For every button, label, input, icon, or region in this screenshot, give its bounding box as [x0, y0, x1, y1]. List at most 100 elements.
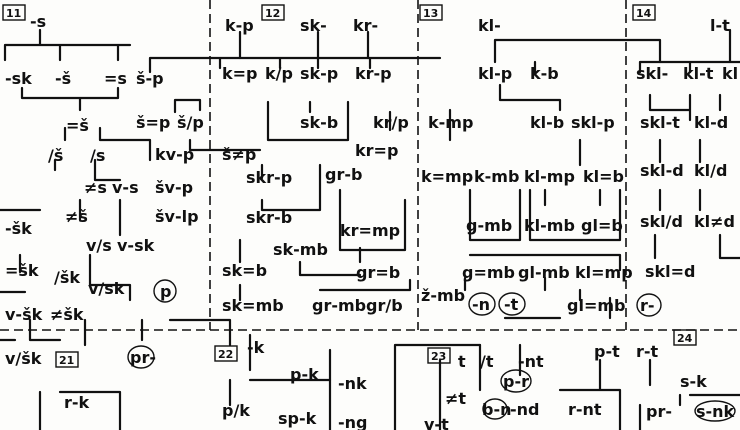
node-label: v-s: [112, 178, 139, 197]
node-label: gl-mb: [518, 263, 570, 282]
section-box-14: [632, 4, 656, 21]
section-number-13: 13: [423, 7, 438, 20]
node-label: kl=b: [583, 167, 624, 186]
circle-p: [153, 279, 177, 303]
node-label: =šk: [5, 261, 39, 280]
node-label: kl-b: [530, 113, 564, 132]
node-label: gr=b: [356, 263, 400, 282]
node-label: -sk: [5, 69, 32, 88]
node-label: v/šk: [5, 349, 42, 368]
section-number-boxes: 11 12 13 14 21 22 23 24: [2, 4, 697, 368]
circled-nodes: [127, 279, 736, 422]
node-label: s-k: [680, 372, 707, 391]
node-label: k-mb: [474, 167, 519, 186]
node-label: /šk: [54, 268, 80, 287]
node-label: k-mp: [428, 113, 473, 132]
node-label: skl/d: [640, 212, 683, 231]
section-box-13: [419, 4, 443, 21]
node-label: g-mb: [466, 216, 512, 235]
node-label: kv-p: [155, 145, 194, 164]
node-label: sp-k: [278, 409, 317, 428]
node-label: ž-mb: [421, 286, 465, 305]
node-label: kr=p: [355, 141, 398, 160]
node-label: kl-mb: [524, 216, 575, 235]
node-label: gr/b: [366, 296, 403, 315]
circle-r: [636, 293, 662, 317]
node-label: kr-: [353, 16, 378, 35]
node-label: r-t: [636, 342, 659, 361]
node-label: ≠šk: [50, 305, 84, 324]
node-label: sk-b: [300, 113, 338, 132]
node-label: l-t: [710, 16, 730, 35]
node-label: -n: [472, 295, 490, 314]
node-label: pr-: [646, 402, 672, 421]
circle-n: [468, 292, 496, 316]
node-label: r-k: [64, 393, 90, 412]
node-label: kl-t: [683, 64, 714, 83]
node-label: skl=d: [645, 262, 696, 281]
node-label: š=p: [136, 113, 170, 132]
section-number-23: 23: [431, 350, 446, 363]
node-label: p-r: [503, 372, 529, 391]
node-label: p-k: [290, 365, 319, 384]
section-box-23: [427, 347, 451, 364]
node-label: ≠s: [84, 178, 107, 197]
node-label: kl-: [478, 16, 501, 35]
node-label: ≠t: [445, 389, 466, 408]
node-label: /s: [90, 146, 105, 165]
node-label: -t: [504, 295, 519, 314]
node-label: gl=b: [581, 216, 623, 235]
node-label: p-t: [594, 342, 620, 361]
node-label: šv-lp: [155, 207, 199, 226]
node-label: sk-mb: [273, 240, 328, 259]
node-label: -ng: [338, 413, 367, 430]
circle-t: [498, 292, 526, 316]
node-label: -š: [55, 69, 71, 88]
section-box-24: [673, 329, 697, 346]
node-label: kl=mp: [575, 263, 633, 282]
section-number-24: 24: [677, 332, 693, 345]
node-label: skl-d: [640, 161, 684, 180]
node-label: kr/p: [373, 113, 409, 132]
node-label: pr-: [130, 348, 156, 367]
section-number-11: 11: [6, 7, 21, 20]
node-label: kl/d: [694, 161, 727, 180]
section-number-14: 14: [636, 7, 652, 20]
section-box-22: [214, 345, 238, 362]
node-label: =s: [104, 69, 127, 88]
node-label: -s: [30, 12, 46, 31]
node-label: p/k: [222, 401, 250, 420]
node-label: -šk: [5, 219, 32, 238]
node-label: /t: [480, 352, 494, 371]
node-label: g=mb: [462, 263, 515, 282]
node-label: v/s: [86, 236, 112, 255]
section-box-21: [55, 351, 79, 368]
node-label: kl-mp: [524, 167, 575, 186]
node-label: /š: [48, 146, 63, 165]
node-label: skl-t: [640, 113, 680, 132]
node-label: skl-p: [571, 113, 615, 132]
node-label: kl-p: [478, 64, 512, 83]
circle-s-nk: [694, 400, 736, 422]
node-label: t: [458, 352, 466, 371]
node-label: skr-p: [246, 168, 292, 187]
node-label: š-p: [136, 69, 164, 88]
node-label: k/p: [265, 64, 293, 83]
section-box-12: [261, 4, 285, 21]
node-label: šv-p: [155, 178, 193, 197]
connectors: [0, 28, 740, 430]
node-label: kr=mp: [340, 221, 400, 240]
section-dividers: [0, 0, 740, 331]
node-label: p: [160, 282, 171, 301]
node-label: sk-: [300, 16, 327, 35]
node-label: v/sk: [88, 279, 125, 298]
circle-pr: [127, 345, 155, 369]
node-label: skr-b: [246, 208, 292, 227]
node-label: kl: [722, 64, 738, 83]
node-label: š≠p: [222, 145, 256, 164]
node-label: ≠š: [65, 207, 88, 226]
node-label: =š: [66, 116, 89, 135]
node-label: r-nt: [568, 400, 602, 419]
node-label: gl=mb: [567, 296, 625, 315]
